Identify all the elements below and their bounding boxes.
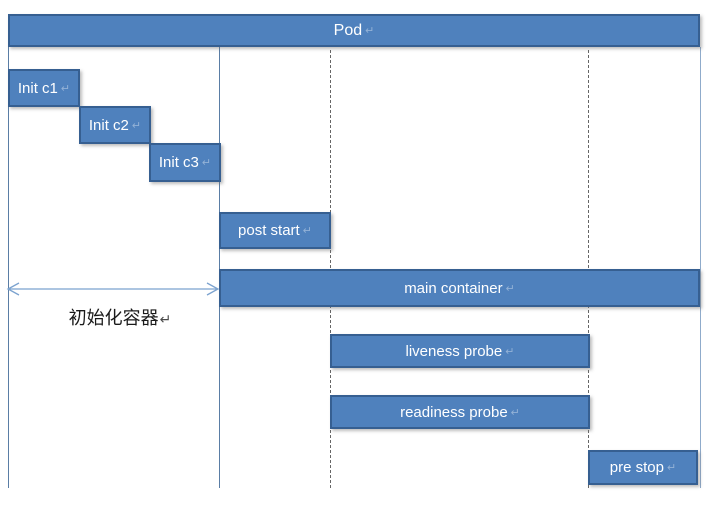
init-end-divider-line — [219, 47, 220, 488]
paragraph-mark-icon: ↵ — [159, 312, 172, 328]
post-start-box: post start ↵ — [219, 212, 331, 249]
pod-bar-label: Pod — [333, 21, 363, 39]
paragraph-mark-icon: ↵ — [505, 345, 515, 358]
paragraph-mark-icon: ↵ — [666, 462, 677, 474]
init-c2-label: Init c2 — [88, 116, 129, 134]
paragraph-mark-icon: ↵ — [60, 82, 71, 95]
liveness-probe-label: liveness probe — [405, 342, 503, 360]
main-container-label: main container — [404, 279, 503, 297]
paragraph-mark-icon: ↵ — [201, 157, 212, 169]
paragraph-mark-icon: ↵ — [505, 282, 515, 295]
paragraph-mark-icon: ↵ — [131, 119, 142, 132]
init-c1-label: Init c1 — [17, 79, 58, 97]
main-container-bar: main container ↵ — [219, 269, 700, 307]
init-c1-box: Init c1 ↵ — [8, 69, 80, 107]
pre-stop-label: pre stop — [609, 459, 664, 476]
paragraph-mark-icon: ↵ — [365, 25, 375, 37]
pod-right-border-line — [700, 47, 701, 488]
liveness-probe-bar: liveness probe ↵ — [330, 334, 590, 368]
pre-stop-box: pre stop ↵ — [588, 450, 698, 485]
paragraph-mark-icon: ↵ — [302, 225, 312, 237]
post-start-label: post start — [238, 222, 300, 239]
init-containers-annotation-label: 初始化容器 — [68, 308, 159, 329]
pod-bar: Pod ↵ — [8, 14, 700, 47]
paragraph-mark-icon: ↵ — [510, 406, 520, 419]
init-c3-label: Init c3 — [158, 154, 199, 171]
readiness-probe-bar: readiness probe ↵ — [330, 395, 590, 429]
init-containers-annotation: 初始化容器↵ — [35, 304, 205, 330]
readiness-probe-label: readiness probe — [400, 403, 508, 421]
double-headed-arrow-icon — [6, 282, 220, 296]
init-c2-box: Init c2 ↵ — [79, 106, 151, 144]
pod-left-border-line — [8, 47, 9, 488]
init-c3-box: Init c3 ↵ — [149, 143, 221, 182]
